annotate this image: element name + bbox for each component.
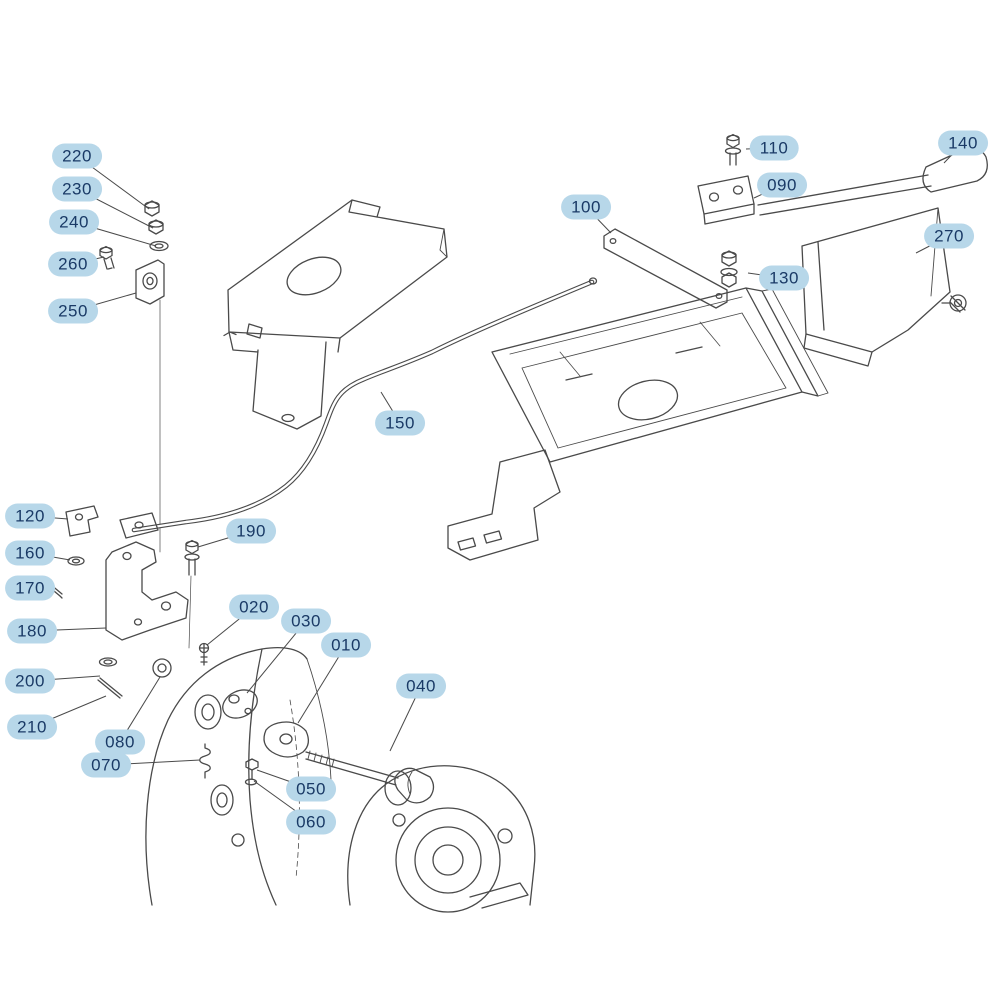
part-roller-080 xyxy=(152,658,172,678)
callout-230[interactable]: 230 xyxy=(52,176,102,202)
callout-030[interactable]: 030 xyxy=(281,608,331,634)
part-seat-plate xyxy=(491,287,829,463)
callout-040[interactable]: 040 xyxy=(396,673,446,699)
part-under-bracket xyxy=(447,449,561,561)
part-plate-120 xyxy=(65,505,99,537)
part-bolt-260 xyxy=(99,245,115,270)
callout-110[interactable]: 110 xyxy=(749,135,799,161)
part-pin-210 xyxy=(97,677,123,699)
part-nut-220 xyxy=(144,200,160,217)
callout-160[interactable]: 160 xyxy=(5,540,55,566)
callout-260[interactable]: 260 xyxy=(48,251,98,277)
callout-090[interactable]: 090 xyxy=(757,172,807,198)
callout-020[interactable]: 020 xyxy=(229,594,279,620)
callout-180[interactable]: 180 xyxy=(7,618,57,644)
callout-010[interactable]: 010 xyxy=(321,632,371,658)
callout-100[interactable]: 100 xyxy=(561,194,611,220)
callout-210[interactable]: 210 xyxy=(7,714,57,740)
part-bolt-050 xyxy=(245,758,259,780)
part-plate-090 xyxy=(697,175,755,225)
callout-190[interactable]: 190 xyxy=(226,518,276,544)
part-link-010 xyxy=(263,721,310,758)
callout-270[interactable]: 270 xyxy=(924,223,974,249)
part-washer-200 xyxy=(98,657,118,667)
callout-250[interactable]: 250 xyxy=(48,298,98,324)
part-nuts-130 xyxy=(720,250,738,288)
part-bolt-190 xyxy=(184,539,200,649)
callout-240[interactable]: 240 xyxy=(49,209,99,235)
part-cover-270 xyxy=(801,207,951,367)
part-plate-100 xyxy=(603,228,728,309)
callout-050[interactable]: 050 xyxy=(286,776,336,802)
callout-170[interactable]: 170 xyxy=(5,575,55,601)
part-pivot-bracket-250 xyxy=(135,259,165,553)
leader-line-010 xyxy=(297,644,347,724)
part-washer-160 xyxy=(67,556,85,566)
part-bolt-110 xyxy=(724,133,742,166)
part-nut-230 xyxy=(148,219,164,235)
callout-120[interactable]: 120 xyxy=(5,503,55,529)
part-rod-040 xyxy=(305,750,435,804)
part-transmission-housing xyxy=(145,646,536,913)
part-bracket-180 xyxy=(105,541,189,641)
callout-150[interactable]: 150 xyxy=(375,410,425,436)
callout-080[interactable]: 080 xyxy=(95,729,145,755)
callout-130[interactable]: 130 xyxy=(759,265,809,291)
callout-140[interactable]: 140 xyxy=(938,130,988,156)
part-main-bracket xyxy=(223,199,448,430)
part-rod-150 xyxy=(119,277,598,539)
callout-200[interactable]: 200 xyxy=(5,668,55,694)
part-knob-bolt xyxy=(941,294,967,313)
callout-220[interactable]: 220 xyxy=(52,143,102,169)
part-screw-020 xyxy=(198,642,210,666)
callout-070[interactable]: 070 xyxy=(81,752,131,778)
callout-060[interactable]: 060 xyxy=(286,809,336,835)
part-washer-060 xyxy=(244,778,258,786)
part-cam-plate-030 xyxy=(222,689,258,719)
